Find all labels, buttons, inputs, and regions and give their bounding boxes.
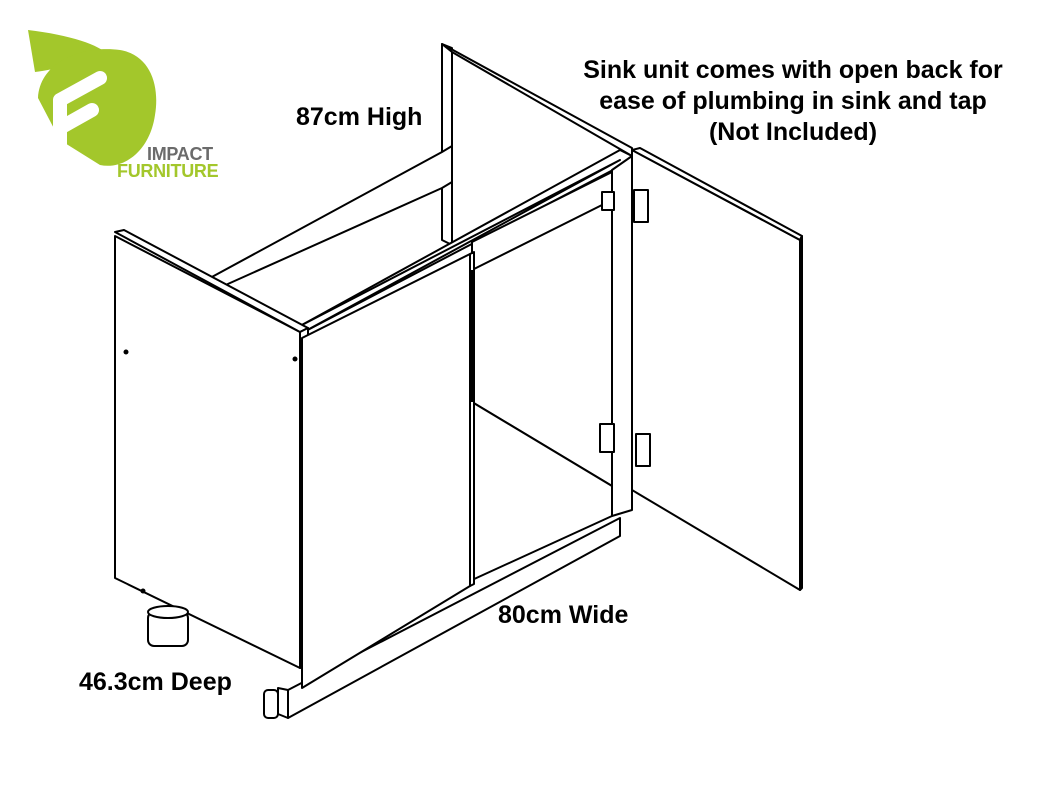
width-label: 80cm Wide xyxy=(498,601,629,629)
brand-line-impact: IMPACT xyxy=(147,144,213,164)
impact-furniture-leaf-logo-icon xyxy=(28,30,157,167)
height-label: 87cm High xyxy=(296,103,423,131)
depth-label: 46.3cm Deep xyxy=(79,668,232,696)
brand-wordmark: IMPACT FURNITURE xyxy=(117,144,219,181)
note-line-2: ease of plumbing in sink and tap xyxy=(599,87,987,115)
cabinet-drawing xyxy=(114,43,803,719)
open-back-note: Sink unit comes with open back for ease … xyxy=(548,55,1038,148)
note-line-3: (Not Included) xyxy=(708,118,878,146)
screw-hole-dots xyxy=(123,349,298,594)
brand-line-furniture: FURNITURE xyxy=(117,161,219,181)
note-line-1: Sink unit comes with open back for xyxy=(583,56,1003,84)
